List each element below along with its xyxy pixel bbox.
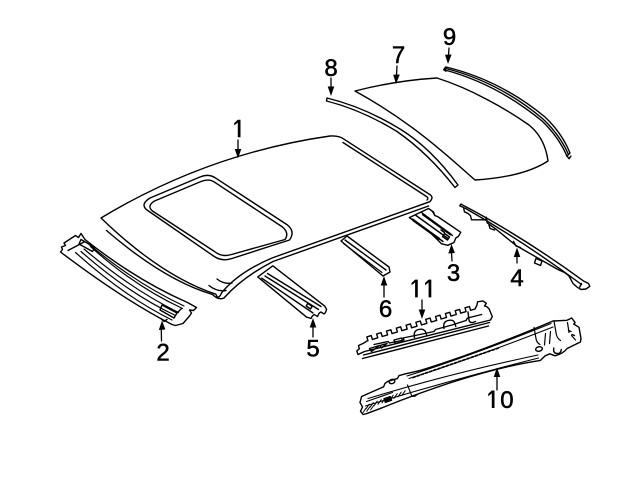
svg-text:0: 0 — [500, 387, 513, 414]
svg-text:2: 2 — [156, 340, 169, 367]
svg-text:8: 8 — [324, 55, 337, 82]
svg-text:6: 6 — [379, 296, 392, 323]
svg-text:5: 5 — [306, 336, 319, 363]
svg-text:3: 3 — [447, 260, 460, 287]
svg-text:7: 7 — [392, 42, 405, 69]
svg-text:9: 9 — [443, 24, 456, 51]
svg-text:4: 4 — [510, 265, 523, 292]
